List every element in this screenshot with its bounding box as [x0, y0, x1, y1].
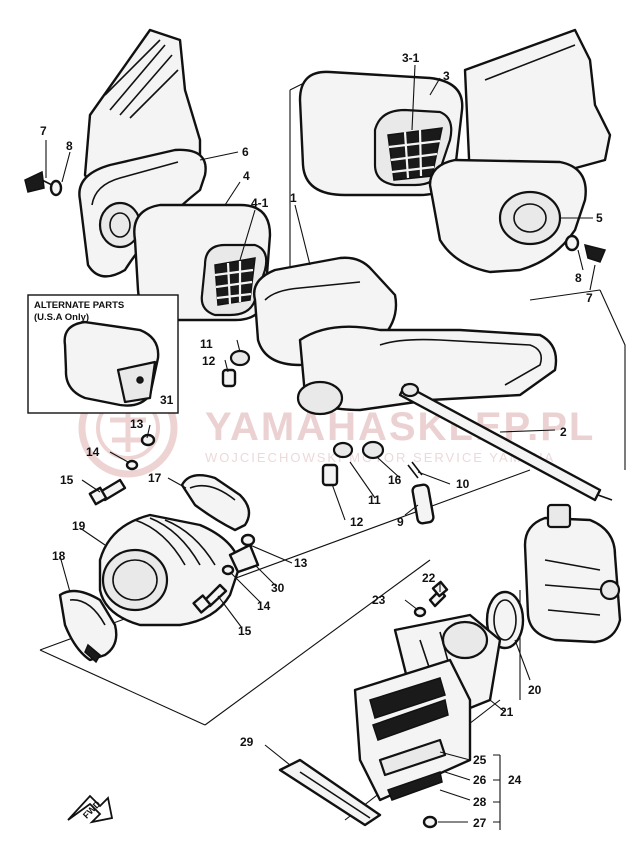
callout-7-right: 7 [586, 291, 593, 305]
hose-clamp-17 [180, 474, 251, 532]
callout-4-1: 4-1 [251, 196, 269, 210]
grommet-upper [221, 349, 251, 388]
callout-28: 28 [473, 795, 487, 809]
callout-26: 26 [473, 773, 487, 787]
callout-31: 31 [160, 393, 174, 407]
callout-10: 10 [456, 477, 470, 491]
washer-left [49, 179, 63, 197]
callout-22: 22 [422, 571, 436, 585]
plate-30 [228, 543, 260, 574]
callout-7-left: 7 [40, 124, 47, 138]
alternate-parts-title: ALTERNATE PARTS [34, 300, 124, 311]
air-filter-case-cover [78, 28, 207, 278]
air-box [253, 256, 558, 416]
washer-right [564, 234, 580, 252]
callout-16: 16 [388, 473, 402, 487]
fwd-arrow-icon: FWD [67, 794, 114, 824]
callout-4: 4 [243, 169, 250, 183]
callout-8-left: 8 [66, 139, 73, 153]
callout-24: 24 [508, 773, 522, 787]
callout-14-upper: 14 [86, 445, 100, 459]
hose-band-18 [58, 589, 118, 664]
air-intake-joint [98, 513, 242, 627]
bolt-15-upper [88, 478, 127, 506]
bolt-15-lower [192, 583, 228, 614]
grommet-lower [321, 441, 354, 487]
air-filter-element-right [298, 70, 464, 197]
air-filter-case-right [428, 28, 612, 274]
callout-13-upper: 13 [130, 417, 144, 431]
callout-27: 27 [473, 816, 487, 830]
callout-18: 18 [52, 549, 66, 563]
gasket-29 [278, 758, 382, 827]
callout-8-right: 8 [575, 271, 582, 285]
reed-valve-assembly [353, 658, 472, 829]
leader-lines [45, 64, 596, 830]
callout-1: 1 [290, 191, 297, 205]
callout-20: 20 [528, 683, 542, 697]
callout-6: 6 [242, 145, 249, 159]
watermark-brand: YAMAHASKLEP.PL [205, 405, 595, 449]
callout-5: 5 [596, 211, 603, 225]
callout-13-lower: 13 [294, 556, 308, 570]
alternate-parts-subtitle: (U.S.A Only) [34, 312, 89, 323]
callout-12-upper: 12 [202, 354, 216, 368]
callout-11-lower: 11 [368, 493, 381, 507]
callout-labels: 7 8 6 4 4-1 1 3-1 3 5 8 7 2 11 12 31 13 … [40, 51, 603, 830]
callout-23: 23 [372, 593, 386, 607]
callout-3-1: 3-1 [402, 51, 420, 65]
callout-15-lower: 15 [238, 624, 252, 638]
alternate-parts-box: ALTERNATE PARTS (U.S.A Only) [27, 294, 179, 414]
washers-13-14-upper [125, 433, 156, 471]
carb-clamp-20 [485, 590, 525, 650]
callout-21: 21 [500, 705, 514, 719]
callout-11-upper: 11 [200, 337, 213, 351]
callout-15-upper: 15 [60, 473, 74, 487]
wing-bolt-right [583, 243, 607, 263]
washer-13-lower [240, 533, 256, 547]
callout-3: 3 [443, 69, 450, 83]
filter-grid [214, 257, 256, 306]
bolt-22 [428, 580, 449, 608]
callout-17: 17 [148, 471, 162, 485]
alternate-filter-31 [63, 320, 160, 407]
callout-30: 30 [271, 581, 285, 595]
pipe-9 [411, 483, 435, 525]
callout-2: 2 [560, 425, 567, 439]
callout-12-lower: 12 [350, 515, 364, 529]
callout-9: 9 [397, 515, 404, 529]
support-rod [398, 382, 613, 502]
air-filter-element [133, 203, 272, 322]
callout-14-lower: 14 [257, 599, 271, 613]
callout-19: 19 [72, 519, 86, 533]
grommet-16 [361, 440, 385, 460]
callout-25: 25 [473, 753, 487, 767]
callout-29: 29 [240, 735, 254, 749]
carburetor [523, 503, 622, 644]
wing-bolt-left [24, 170, 53, 193]
